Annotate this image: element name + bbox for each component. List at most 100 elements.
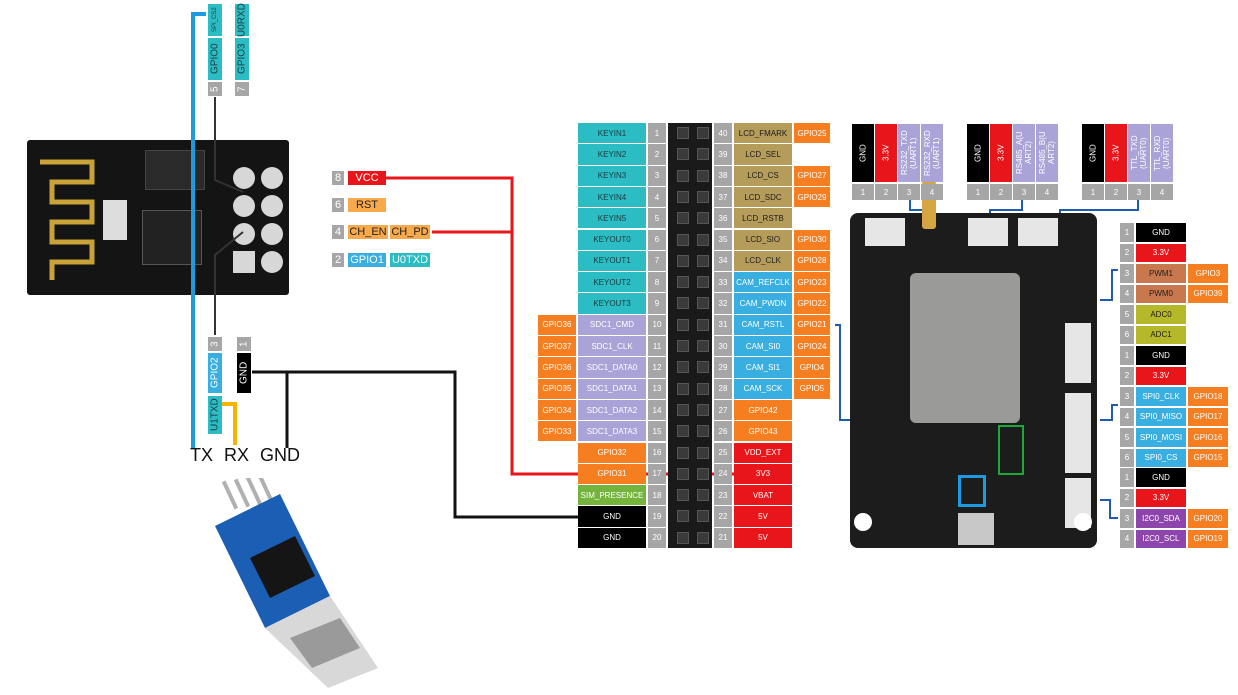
board-highlight-blue: [958, 475, 986, 507]
uart-pin-label: 3.3V: [990, 124, 1012, 182]
header-pin: [677, 425, 689, 438]
header-left-pin-name: GPIO32: [578, 442, 646, 463]
side-pin-name: SPI0_MISO: [1136, 407, 1186, 426]
side-pin-number: 4: [1120, 284, 1134, 303]
side-pin-gpio: GPIO3: [1188, 264, 1228, 283]
header-right-pin-name: 5V: [734, 506, 792, 527]
board-highlight-green: [998, 425, 1024, 475]
header-right-gpio: GPIO27: [794, 165, 830, 186]
header-left-pin-number: 12: [648, 357, 666, 378]
uart-pin-label: RS485_A(U ART2): [1013, 124, 1035, 182]
uart-pin-number: 4: [1036, 184, 1058, 200]
header-pin: [697, 212, 709, 225]
header-left-pin-name: KEYIN2: [578, 144, 646, 165]
header-left-pin-name: GPIO31: [578, 463, 646, 485]
header-right-pin-number: 28: [714, 378, 732, 399]
header-pin: [677, 297, 689, 310]
uart-pin-number: 1: [852, 184, 874, 200]
side-pin-number: 2: [1120, 488, 1134, 507]
header-pin: [677, 169, 689, 182]
side-pin-number: 1: [1120, 223, 1134, 242]
uart-pin-number: 3: [1013, 184, 1035, 200]
header-left-pin-name: SDC1_DATA0: [578, 357, 646, 378]
uart-pin-number: 3: [898, 184, 920, 200]
header-left-pin-number: 15: [648, 421, 666, 442]
header-right-pin-name: LCD_RSTB: [734, 208, 792, 229]
side-pin-name: 3.3V: [1136, 243, 1186, 262]
header-pin: [677, 190, 689, 203]
header-left-pin-number: 9: [648, 293, 666, 314]
uart-pin-label: 3.3V: [1105, 124, 1127, 182]
uart-pin-number: 3: [1128, 184, 1150, 200]
header-right-pin-name: CAM_REFCLK: [734, 272, 792, 293]
antenna-trace: [40, 159, 95, 280]
side-pin-name: 3.3V: [1136, 366, 1186, 385]
header-left-pin-number: 3: [648, 165, 666, 186]
esp-pin-num-6: 6: [332, 198, 344, 212]
side-pin-name: ADC1: [1136, 325, 1186, 344]
header-pin: [697, 510, 709, 523]
uart-pin-label: GND: [852, 124, 874, 182]
header-right-pin-name: LCD_SEL: [734, 144, 792, 165]
header-left-pin-number: 18: [648, 485, 666, 506]
board-connector-right-1: [1065, 323, 1091, 383]
header-right-pin-name: LCD_FMARK: [734, 123, 792, 144]
header-left-gpio: GPIO36: [538, 357, 576, 378]
side-pin-number: 5: [1120, 305, 1134, 324]
header-pin: [677, 127, 689, 139]
side-pin-name: 3.3V: [1136, 488, 1186, 507]
header-right-pin-name: 3V3: [734, 463, 792, 485]
serial-rx-label: RX: [224, 445, 250, 465]
header-right-pin-number: 32: [714, 293, 732, 314]
side-pin-name: GND: [1136, 346, 1186, 365]
uart-pin-number: 4: [921, 184, 943, 200]
header-pin: [697, 467, 709, 480]
side-pin-name: GND: [1136, 223, 1186, 242]
uart-pin-number: 1: [1082, 184, 1104, 200]
header-pin: [677, 467, 689, 480]
header-left-pin-name: KEYIN1: [578, 123, 646, 144]
header-right-pin-number: 21: [714, 527, 732, 548]
header-right-pin-name: LCD_CLK: [734, 250, 792, 272]
side-pin-number: 2: [1120, 243, 1134, 262]
side-pin-name: SPI0_CS: [1136, 448, 1186, 467]
header-pin: [677, 340, 689, 352]
header-right-pin-number: 31: [714, 314, 732, 335]
board-usb-port: [958, 513, 994, 545]
header-right-pin-number: 33: [714, 272, 732, 293]
side-pin-number: 3: [1120, 387, 1134, 406]
side-pin-gpio: GPIO19: [1188, 529, 1228, 548]
esp-pin-label-ch-en: CH_EN: [348, 225, 388, 239]
header-pin: [677, 531, 689, 544]
board-photo: [850, 181, 1097, 548]
header-right-pin-name: 5V: [734, 527, 792, 548]
esp-pin-num-2: 2: [332, 253, 344, 267]
header-right-pin-number: 23: [714, 485, 732, 506]
esp-pin-label-gpio1: GPIO1: [348, 253, 386, 267]
side-pin-number: 1: [1120, 346, 1134, 365]
uart-pin-number: 2: [1105, 184, 1127, 200]
uart-pin-label: GND: [1082, 124, 1104, 182]
uart-pin-label: GND: [967, 124, 989, 182]
header-pin: [697, 318, 709, 331]
header-right-pin-name: CAM_SI0: [734, 336, 792, 357]
header-pin: [697, 489, 709, 502]
uart-pin-number: 4: [1151, 184, 1173, 200]
header-pin: [677, 276, 689, 289]
header-left-pin-name: SDC1_CMD: [578, 314, 646, 335]
header-right-pin-name: VBAT: [734, 485, 792, 506]
header-left-pin-name: SIM_PRESENCE: [578, 485, 646, 506]
header-right-pin-name: VDD_EXT: [734, 442, 792, 463]
header-pin: [677, 403, 689, 416]
header-left-pin-number: 8: [648, 272, 666, 293]
usb-ttl-adapter: [215, 478, 378, 688]
side-pin-name: GND: [1136, 468, 1186, 487]
header-left-pin-name: GND: [578, 506, 646, 527]
header-right-pin-number: 26: [714, 421, 732, 442]
header-pin: [697, 276, 709, 289]
board-connector-top-2: [968, 218, 1008, 246]
header-right-pin-name: LCD_CS: [734, 165, 792, 186]
uart-pin-label: TTL_RXD (UART0): [1151, 124, 1173, 182]
side-pin-name: I2C0_SDA: [1136, 509, 1186, 528]
header-right-pin-number: 25: [714, 442, 732, 463]
